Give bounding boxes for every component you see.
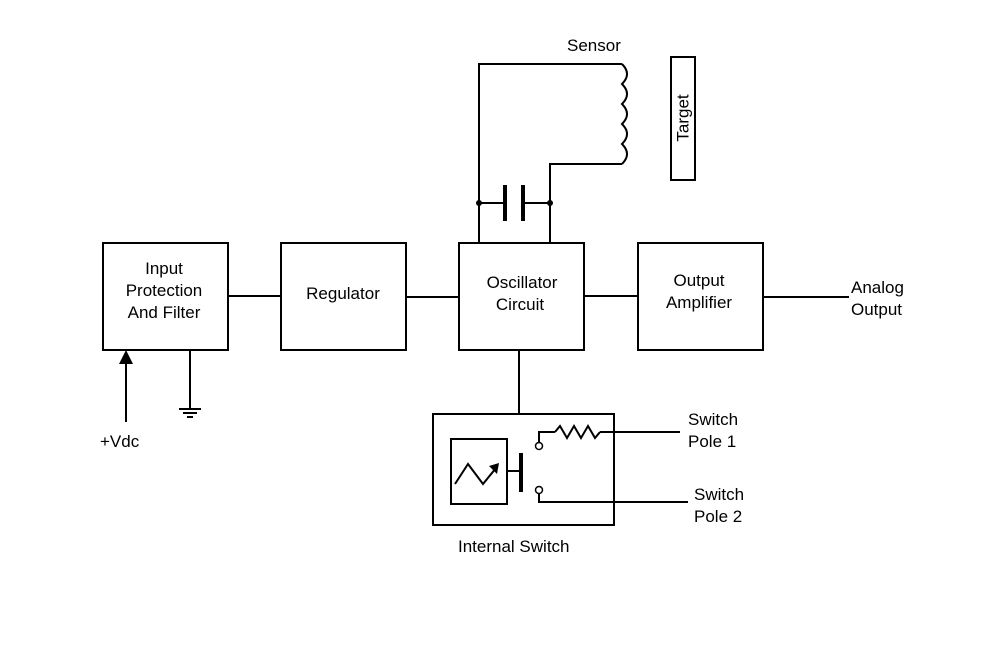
internal-switch-block [432, 413, 688, 526]
switch-pole-1-line-2: Pole 1 [688, 432, 736, 451]
sensor-label: Sensor [567, 36, 621, 55]
target-block: Target [670, 56, 696, 181]
vdc-input-arrow [119, 350, 133, 422]
regulator-block: Regulator [280, 242, 407, 351]
ground-symbol [179, 350, 201, 418]
analog-output-line-1: Analog [851, 278, 904, 297]
input-filter-line-3: And Filter [128, 303, 201, 322]
oscillator-line-2: Circuit [496, 295, 544, 314]
pole-2-terminal [534, 485, 544, 495]
analog-output-line-2: Output [851, 300, 902, 319]
zigzag-symbol [454, 462, 497, 486]
sensing-element-box [450, 438, 508, 505]
vdc-label: +Vdc [100, 432, 140, 451]
capacitor-symbol [503, 185, 525, 221]
pole-1-terminal [534, 441, 544, 451]
signal-wires [228, 295, 849, 414]
switch-pole-2-line-2: Pole 2 [694, 507, 742, 526]
input-filter-line-1: Input [145, 259, 183, 278]
internal-switch-label: Internal Switch [458, 537, 570, 556]
junction-dot [547, 200, 553, 206]
resistor-symbol [554, 424, 601, 440]
input-filter-line-2: Protection [126, 281, 203, 300]
junction-dot [476, 200, 482, 206]
output-amp-line-2: Amplifier [666, 293, 732, 312]
target-label: Target [674, 94, 693, 142]
switch-pole-2-line-1: Switch [694, 485, 744, 504]
output-amp-line-1: Output [673, 271, 724, 290]
oscillator-line-1: Oscillator [487, 273, 558, 292]
sensor-coil [620, 63, 628, 165]
sensor-circuit [476, 63, 628, 243]
switch-pole-1-line-1: Switch [688, 410, 738, 429]
regulator-label: Regulator [306, 284, 380, 303]
